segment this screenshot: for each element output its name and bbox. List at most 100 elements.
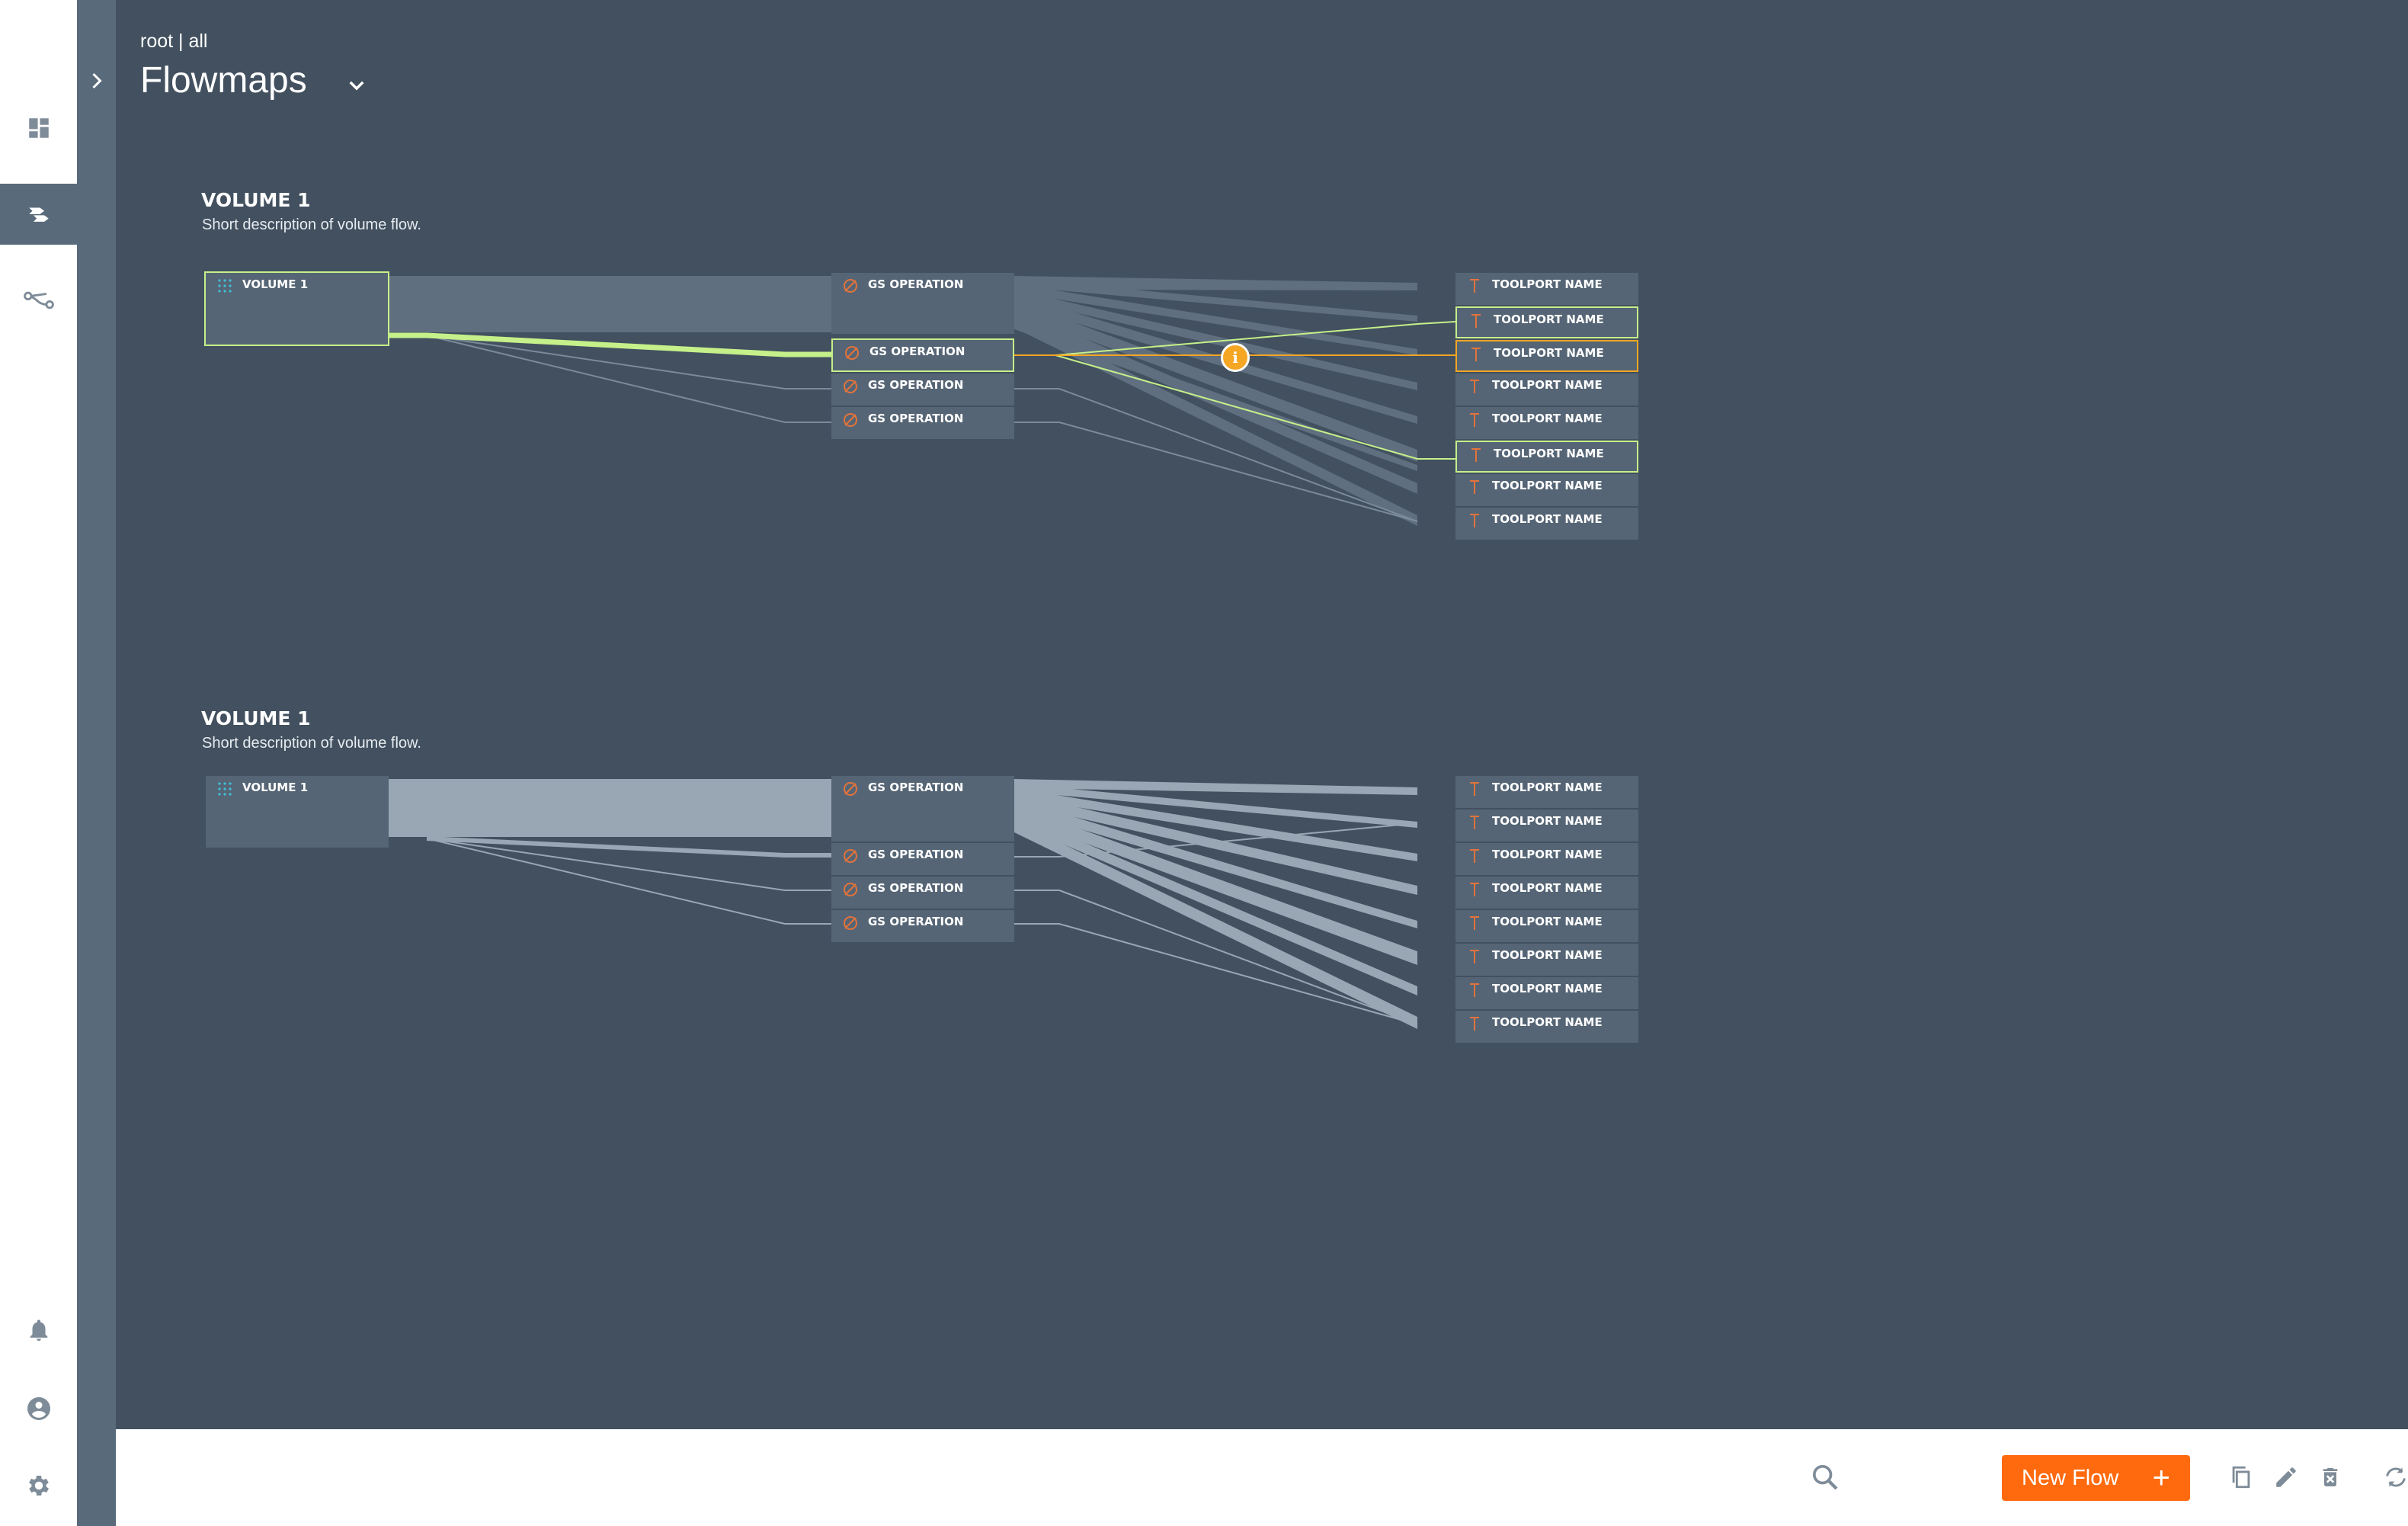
node-label: TOOLPORT NAME <box>1492 881 1603 895</box>
toolport-icon <box>1466 814 1483 831</box>
connections-nav-button[interactable] <box>0 270 77 331</box>
pencil-icon <box>2276 1467 2296 1487</box>
node-label: TOOLPORT NAME <box>1492 512 1603 526</box>
search-icon <box>1813 1465 1838 1490</box>
node-label: TOOLPORT NAME <box>1494 313 1604 326</box>
toolport-node[interactable]: TOOLPORT NAME <box>1455 407 1638 439</box>
gear-icon <box>28 1475 49 1496</box>
new-flow-label: New Flow <box>2022 1465 2119 1490</box>
toolport-icon <box>1466 512 1483 529</box>
operation-icon <box>842 881 859 898</box>
node-label: GS OPERATION <box>868 781 964 794</box>
operation-node[interactable]: GS OPERATION <box>831 776 1014 842</box>
toolport-node[interactable]: TOOLPORT NAME <box>1455 944 1638 976</box>
operation-icon <box>842 412 859 428</box>
flow-description: Short description of volume flow. <box>202 735 421 752</box>
operation-icon <box>844 345 860 361</box>
info-icon[interactable]: i <box>1221 343 1250 372</box>
node-label: GS OPERATION <box>868 881 964 895</box>
toolport-node[interactable]: TOOLPORT NAME <box>1455 306 1638 338</box>
flow-title: VOLUME 1 <box>201 707 311 729</box>
toolport-node[interactable]: TOOLPORT NAME <box>1455 273 1638 305</box>
node-label: TOOLPORT NAME <box>1492 378 1603 392</box>
toolport-node[interactable]: TOOLPORT NAME <box>1455 977 1638 1009</box>
toolport-icon <box>1466 848 1483 864</box>
node-label: GS OPERATION <box>868 412 964 425</box>
operation-node[interactable]: GS OPERATION <box>831 338 1014 372</box>
page-title: Flowmaps <box>140 60 307 101</box>
operation-node[interactable]: GS OPERATION <box>831 910 1014 942</box>
notifications-button[interactable] <box>0 1300 77 1361</box>
toolport-node[interactable]: TOOLPORT NAME <box>1455 877 1638 909</box>
node-label: GS OPERATION <box>869 345 965 358</box>
toolport-icon <box>1466 1015 1483 1032</box>
toolport-node[interactable]: TOOLPORT NAME <box>1455 474 1638 506</box>
volume-node[interactable]: VOLUME 1 <box>204 271 389 346</box>
operation-node[interactable]: GS OPERATION <box>831 843 1014 875</box>
new-flow-button[interactable]: New Flow + <box>2002 1455 2190 1501</box>
toolport-icon <box>1466 277 1483 294</box>
operation-icon <box>842 915 859 931</box>
toolport-node[interactable]: TOOLPORT NAME <box>1455 910 1638 942</box>
icon-rail <box>0 0 77 1526</box>
node-label: VOLUME 1 <box>242 781 309 794</box>
toolport-icon <box>1466 479 1483 495</box>
toolport-icon <box>1466 881 1483 898</box>
chevron-right-icon <box>91 72 102 89</box>
toolport-icon <box>1466 378 1483 395</box>
toolport-icon <box>1468 346 1484 363</box>
refresh-button[interactable] <box>2374 1455 2408 1499</box>
toolport-icon <box>1468 313 1484 329</box>
toolport-node[interactable]: TOOLPORT NAME <box>1455 843 1638 875</box>
operation-icon <box>842 378 859 395</box>
flowmaps-nav-button[interactable] <box>0 184 77 245</box>
edit-button[interactable] <box>2264 1455 2308 1499</box>
node-label: TOOLPORT NAME <box>1494 346 1604 360</box>
toolport-node[interactable]: TOOLPORT NAME <box>1455 373 1638 406</box>
toolport-node[interactable]: TOOLPORT NAME <box>1455 441 1638 473</box>
node-label: VOLUME 1 <box>242 277 309 291</box>
dashboard-icon <box>28 118 49 138</box>
toolport-node[interactable]: TOOLPORT NAME <box>1455 340 1638 372</box>
toolport-node[interactable]: TOOLPORT NAME <box>1455 1011 1638 1043</box>
toolport-node[interactable]: TOOLPORT NAME <box>1455 776 1638 808</box>
toolport-icon <box>1466 781 1483 797</box>
expand-panel-button[interactable] <box>77 66 116 96</box>
delete-button[interactable] <box>2308 1455 2352 1499</box>
toolport-node[interactable]: TOOLPORT NAME <box>1455 508 1638 540</box>
operation-icon <box>842 277 859 294</box>
panel-strip <box>77 0 116 1526</box>
grid-icon <box>216 781 233 797</box>
toolport-node[interactable]: TOOLPORT NAME <box>1455 809 1638 842</box>
operation-icon <box>842 781 859 797</box>
node-label: GS OPERATION <box>868 277 964 291</box>
volume-node[interactable]: VOLUME 1 <box>206 776 389 848</box>
operation-node[interactable]: GS OPERATION <box>831 373 1014 406</box>
node-label: TOOLPORT NAME <box>1494 447 1604 460</box>
node-label: TOOLPORT NAME <box>1492 848 1603 861</box>
node-label: TOOLPORT NAME <box>1492 277 1603 291</box>
node-label: TOOLPORT NAME <box>1492 479 1603 492</box>
toolport-icon <box>1466 915 1483 931</box>
operation-node[interactable]: GS OPERATION <box>831 877 1014 909</box>
node-label: GS OPERATION <box>868 848 964 861</box>
copy-button[interactable] <box>2219 1455 2263 1499</box>
flowmap-icon <box>28 207 49 222</box>
node-label: TOOLPORT NAME <box>1492 412 1603 425</box>
dashboard-nav-button[interactable] <box>0 98 77 159</box>
operation-icon <box>842 848 859 864</box>
account-button[interactable] <box>0 1378 77 1439</box>
operation-node[interactable]: GS OPERATION <box>831 273 1014 334</box>
user-icon <box>27 1397 50 1420</box>
settings-button[interactable] <box>0 1455 77 1516</box>
trash-icon <box>2323 1468 2338 1486</box>
bell-icon <box>30 1319 47 1342</box>
title-dropdown-button[interactable] <box>340 69 373 102</box>
flow-description: Short description of volume flow. <box>202 216 421 233</box>
toolport-icon <box>1466 982 1483 999</box>
toolport-icon <box>1466 948 1483 965</box>
node-label: TOOLPORT NAME <box>1492 915 1603 928</box>
search-button[interactable] <box>1803 1455 1847 1499</box>
operation-node[interactable]: GS OPERATION <box>831 407 1014 439</box>
plus-icon: + <box>2152 1461 2170 1495</box>
